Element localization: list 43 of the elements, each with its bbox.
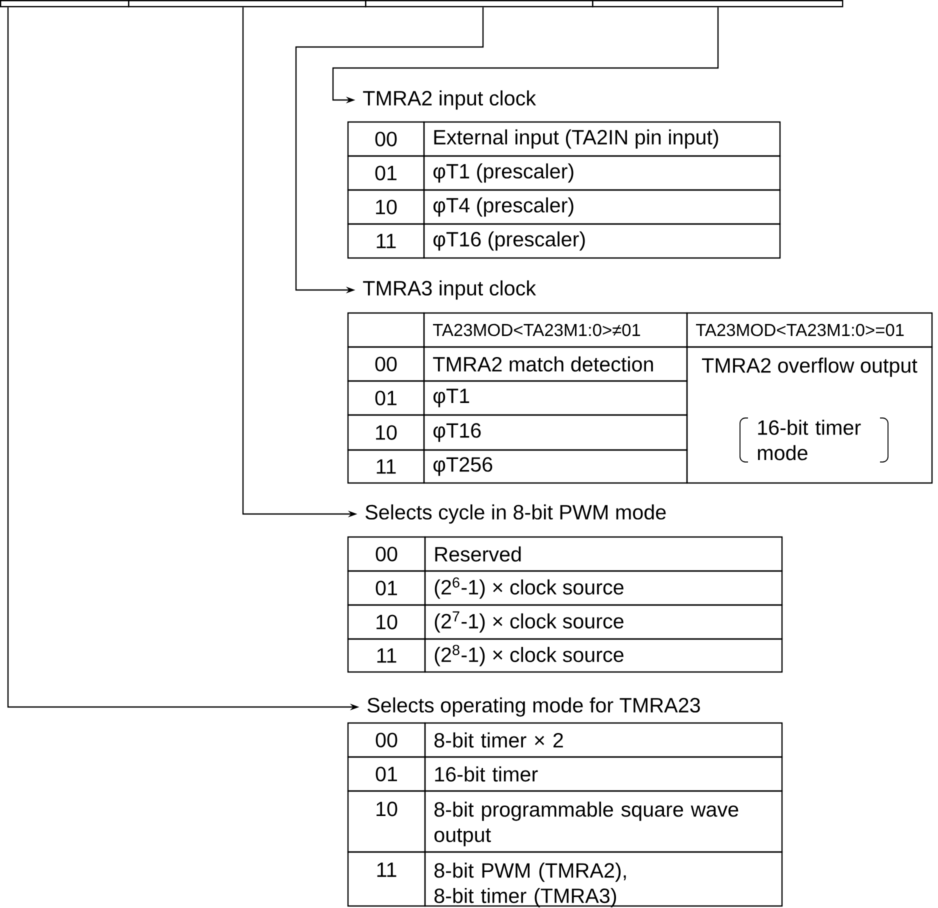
register-cell [365, 0, 594, 8]
table-cell: 00 [347, 722, 426, 758]
table-cell: 16-bit timer [424, 756, 783, 792]
table-cell: 00 [347, 536, 426, 572]
table-heading: TMRA3 input clock [363, 280, 536, 300]
table-cell: 11 [347, 223, 425, 259]
table-cell: 8-bit PWM (TMRA2), 8-bit timer (TMRA3) [424, 851, 783, 908]
table-cell: 10 [347, 189, 425, 225]
table-heading: Selects operating mode for TMRA23 [368, 697, 700, 717]
table-cell: 10 [347, 604, 426, 640]
table-cell: 00 [347, 121, 425, 157]
table-cell: Reserved [424, 536, 783, 572]
table-cell: TA23MOD<TA23M1:0>≠01 [423, 312, 688, 348]
table-cell: φT256 [423, 449, 688, 484]
register-cell [0, 0, 130, 8]
table-cell: External input (TA2IN pin input) [423, 121, 781, 157]
table-heading: TMRA2 input clock [363, 90, 536, 110]
register-cell [128, 0, 366, 8]
table-cell: (2$^{8}$-1) × clock source [424, 638, 783, 673]
table-cell: 01 [347, 380, 425, 416]
bracketed-note: 16-bit timer mode [740, 418, 888, 462]
table-cell: 11 [347, 851, 426, 907]
table-cell: TA23MOD<TA23M1:0>=01 [686, 312, 933, 348]
table-cell: (2$^{6}$-1) × clock source [424, 570, 783, 606]
register-cell [592, 0, 844, 8]
table-cell: 00 [347, 346, 425, 382]
table-cell: φT4 (prescaler) [423, 189, 781, 225]
table-cell: 10 [347, 790, 426, 853]
table-cell: φT16 [423, 414, 688, 451]
table-cell: 01 [347, 756, 426, 792]
table-cell: 01 [347, 155, 425, 191]
table-cell: 10 [347, 414, 425, 451]
table-heading: Selects cycle in 8-bit PWM mode [366, 504, 666, 524]
table-cell: (2$^{7}$-1) × clock source [424, 604, 783, 640]
table-cell: 8-bit timer × 2 [424, 722, 783, 758]
table-cell: TMRA2 match detection [423, 346, 688, 382]
table-cell: φT1 [423, 380, 688, 416]
table-cell: φT1 (prescaler) [423, 155, 781, 191]
table-cell: 11 [347, 449, 425, 484]
table-cell: 11 [347, 638, 426, 673]
table-cell: 01 [347, 570, 426, 606]
table-cell: φT16 (prescaler) [423, 223, 781, 259]
table-cell: 8-bit programmable square wave output [424, 790, 783, 853]
